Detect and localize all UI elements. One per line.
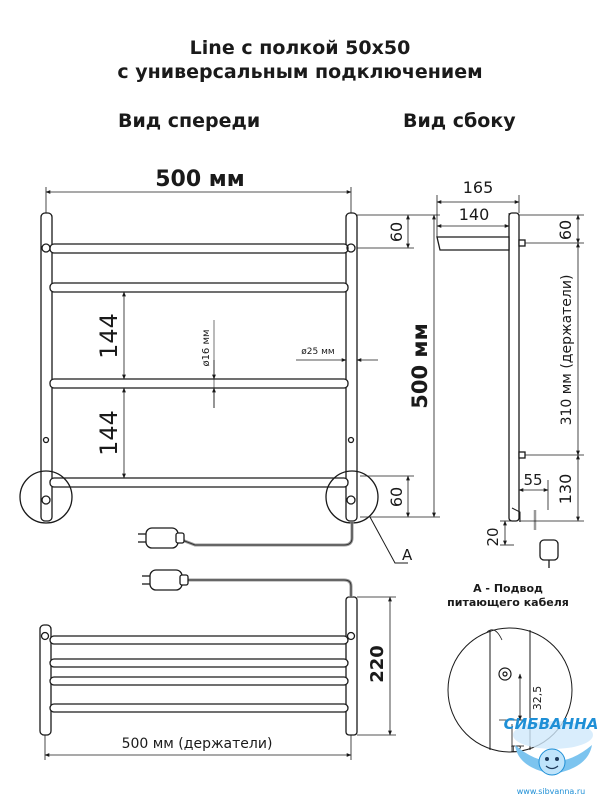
side-top-bar — [436, 236, 510, 251]
logo-drop-face — [538, 748, 566, 776]
side-depth-shelf-label: 140 — [459, 205, 490, 224]
title-line-1: Line с полкой 50х50 — [189, 37, 411, 59]
logo-text: СИБВАННА — [504, 715, 599, 733]
front-width-label: 500 мм — [155, 167, 245, 192]
front-bar-bottom — [49, 477, 349, 488]
top-width-label: 500 мм (держатели) — [122, 736, 273, 752]
top-left-post — [39, 624, 52, 736]
top-bar-2 — [49, 658, 349, 668]
detail-title-2: питающего кабеля — [447, 596, 569, 609]
detail-view — [447, 627, 573, 753]
front-bar-top — [49, 243, 349, 254]
front-height-label: 500 мм — [408, 323, 432, 408]
top-bar-4 — [49, 703, 349, 713]
detail-vertical-label: 32,5 — [531, 686, 544, 711]
side-depth-total-label: 165 — [463, 178, 494, 197]
side-view-label: Вид сбоку — [403, 110, 516, 132]
side-post — [508, 212, 520, 522]
callout-leader — [369, 516, 408, 564]
top-bar-1 — [49, 635, 349, 645]
front-top-gap-label: 60 — [387, 222, 406, 242]
side-foot — [511, 507, 521, 522]
top-plug — [142, 569, 189, 591]
top-bar-3 — [49, 676, 349, 686]
front-plug — [138, 527, 185, 549]
front-left-post — [40, 212, 53, 522]
side-view — [436, 195, 584, 568]
detail-horizontal-label: 12 — [510, 745, 521, 755]
front-mount-left-mid — [42, 436, 50, 444]
brand-logo: СИБВАННА www.sibvanna.ru — [504, 715, 599, 796]
side-bracket-bottom — [518, 451, 526, 459]
front-view-label: Вид спереди — [118, 110, 261, 132]
top-cable — [186, 578, 353, 597]
front-mount-right-mid — [347, 436, 355, 444]
side-top-gap-label: 60 — [556, 220, 575, 240]
detail-title-1: А - Подвод — [473, 582, 543, 595]
title-line-2: с универсальным подключением — [117, 61, 483, 83]
post-diameter-label: ø25 мм — [301, 347, 334, 357]
front-cable — [181, 522, 354, 547]
front-spacing-upper-label: 144 — [95, 313, 123, 359]
side-plug — [539, 539, 559, 568]
side-holder-span-label: 310 мм (держатели) — [559, 275, 575, 426]
front-bar-2 — [49, 282, 349, 293]
front-bar-3 — [49, 378, 349, 389]
bar-diameter-label: ø16 мм — [201, 329, 212, 366]
front-mount-right-top — [346, 243, 356, 253]
side-bottom-label: 130 — [556, 474, 575, 505]
front-spacing-lower-label: 144 — [95, 410, 123, 456]
front-right-post — [345, 212, 358, 522]
detail-screw — [498, 667, 512, 681]
front-mount-right-bottom — [346, 495, 356, 505]
front-detail-circle-left — [19, 470, 73, 524]
front-bottom-gap-label: 60 — [387, 487, 406, 507]
callout-label: A — [402, 546, 413, 564]
side-cable-offset-label: 20 — [484, 527, 502, 546]
top-depth-label: 220 — [367, 645, 388, 683]
side-foot-label: 55 — [523, 471, 542, 489]
logo-url: www.sibvanna.ru — [517, 787, 586, 796]
front-mount-left-bottom — [41, 495, 51, 505]
top-view — [39, 569, 396, 760]
top-right-post — [345, 596, 358, 736]
detail-circle — [447, 627, 573, 753]
front-view — [19, 187, 440, 564]
side-bracket-top — [518, 239, 526, 247]
front-mount-left-top — [41, 243, 51, 253]
